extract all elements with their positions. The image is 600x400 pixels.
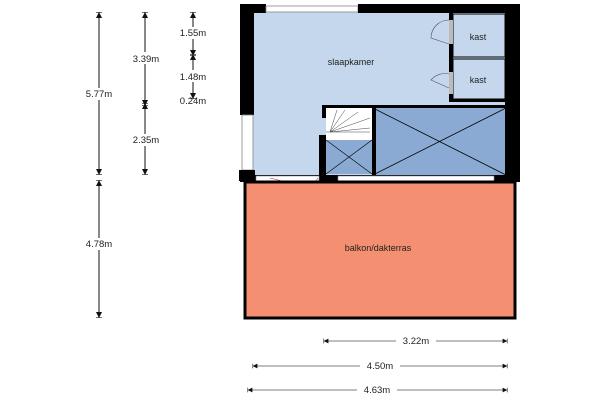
dim-4-63: 4.63m: [364, 385, 390, 396]
dim-0-24: 0.24m: [180, 96, 206, 107]
stair-steps: [326, 109, 371, 133]
closet-bottom-wall: [449, 99, 507, 102]
closet-1-label: kast: [470, 32, 487, 42]
bedroom-label: slaapkamer: [328, 57, 375, 67]
vertical-dimensions: 5.77m 4.78m 3.39m 2.35m 1.55m 1.48m 0.24…: [78, 15, 214, 315]
window-top[interactable]: [265, 5, 359, 13]
balcony-label: balkon/dakterras: [345, 243, 412, 253]
balcony-area: [243, 180, 517, 320]
closet-door-2: [449, 72, 453, 94]
dim-3-22: 3.22m: [403, 336, 429, 347]
closet-1-area: [452, 13, 506, 58]
closet-2-label: kast: [470, 75, 487, 85]
stair-top: [326, 108, 372, 140]
window-bottom[interactable]: [337, 175, 495, 182]
wall-left: [240, 4, 254, 115]
wall-right: [505, 4, 520, 182]
closet-door-1: [449, 20, 453, 44]
dim-1-48: 1.48m: [180, 72, 206, 83]
dim-2-35: 2.35m: [133, 135, 159, 146]
balcony-door[interactable]: [255, 175, 320, 182]
dim-3-39: 3.39m: [133, 54, 159, 65]
dim-4-50: 4.50m: [367, 361, 393, 372]
horizontal-dimensions: 3.22m 4.50m 4.63m: [250, 335, 505, 396]
closet-2-area: [452, 58, 506, 100]
window-left[interactable]: [241, 114, 254, 171]
dim-5-77: 5.77m: [86, 89, 112, 100]
closet-wall: [449, 12, 453, 102]
dim-1-55: 1.55m: [180, 28, 206, 39]
wall-top-right: [358, 4, 520, 13]
dim-4-78: 4.78m: [86, 239, 112, 250]
